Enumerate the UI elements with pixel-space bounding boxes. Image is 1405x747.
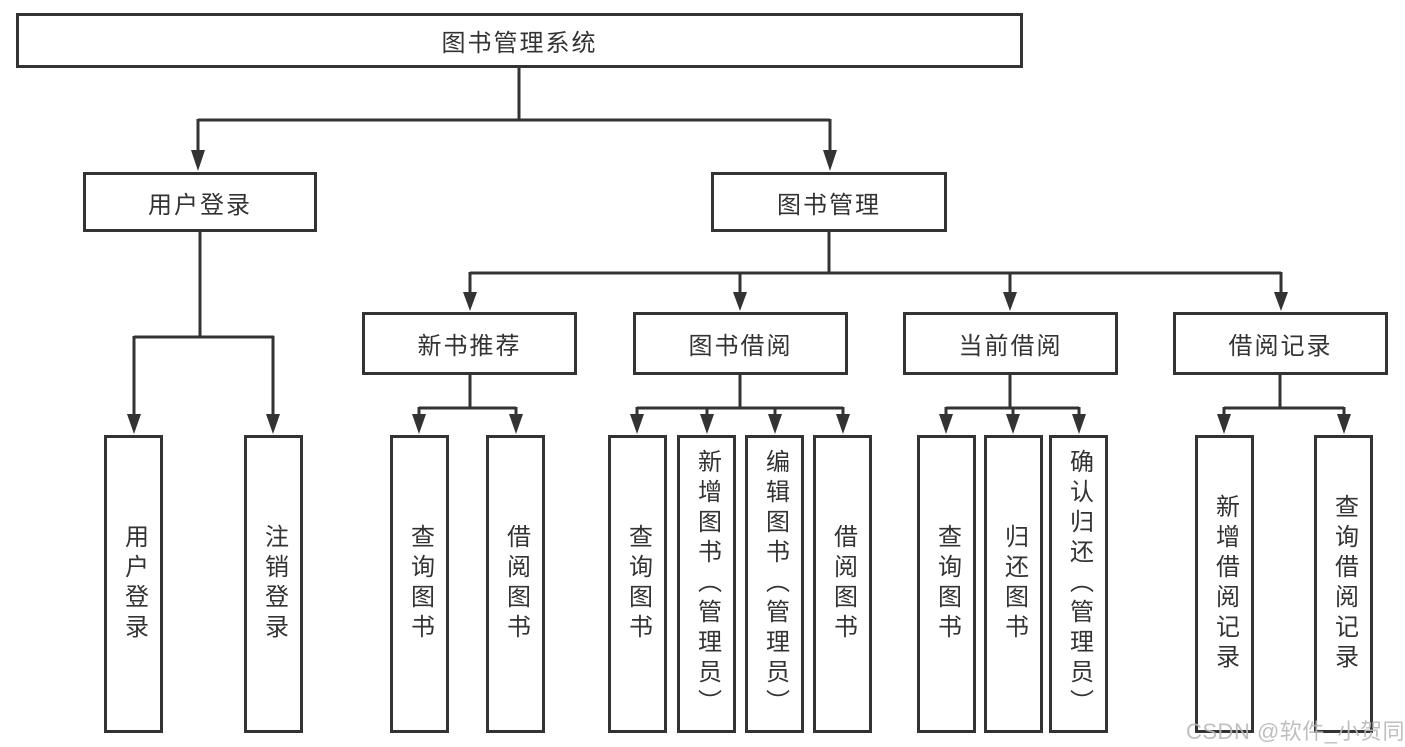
node-new-book-recommend: 新书推荐: [362, 312, 577, 375]
node-label: 图书管理: [777, 191, 881, 219]
node-label: 图书借阅: [688, 333, 793, 360]
arrowhead-icon: [1006, 414, 1020, 434]
arrowhead-icon: [768, 414, 782, 434]
leaf-label: 归还图书: [1000, 524, 1028, 644]
node-user-login: 用户登录: [83, 172, 317, 232]
leaf-label: 新增图书（管理员）: [693, 449, 721, 719]
leaf-logout: 注销登录: [244, 435, 303, 733]
arrowhead-icon: [1003, 292, 1017, 311]
leaf-label: 查询借阅记录: [1330, 494, 1358, 674]
arrowhead-icon: [630, 414, 644, 434]
node-borrow-records: 借阅记录: [1173, 312, 1388, 375]
arrowhead-icon: [191, 150, 205, 171]
leaf-return-book: 归还图书: [984, 435, 1043, 733]
node-book-borrow: 图书借阅: [633, 312, 848, 375]
arrowhead-icon: [1217, 414, 1231, 434]
arrowhead-icon: [266, 414, 280, 434]
arrowhead-icon: [463, 292, 477, 311]
arrowhead-icon: [836, 414, 850, 434]
arrowhead-icon: [412, 414, 426, 434]
leaf-label: 新增借阅记录: [1211, 494, 1239, 674]
arrowhead-icon: [1274, 292, 1288, 311]
leaf-label: 查询图书: [406, 524, 434, 644]
arrowhead-icon: [700, 414, 714, 434]
node-book-management: 图书管理: [711, 172, 947, 232]
node-library-management-system: 图书管理系统: [16, 13, 1023, 68]
leaf-label: 编辑图书（管理员）: [761, 449, 789, 719]
leaf-label: 借阅图书: [829, 524, 857, 644]
arrowhead-icon: [733, 292, 747, 311]
node-label: 用户登录: [148, 191, 252, 219]
leaf-label: 查询图书: [933, 524, 961, 644]
leaf-query-borrow-record: 查询借阅记录: [1314, 435, 1373, 733]
leaf-label: 用户登录: [120, 524, 148, 644]
leaf-add-book-admin: 新增图书（管理员）: [677, 435, 736, 733]
leaf-edit-book-admin: 编辑图书（管理员）: [745, 435, 804, 733]
arrowhead-icon: [509, 414, 523, 434]
leaf-borrow-books-recommend: 借阅图书: [486, 435, 545, 733]
leaf-borrow-books: 借阅图书: [813, 435, 872, 733]
leaf-user-login: 用户登录: [104, 435, 163, 733]
leaf-add-borrow-record: 新增借阅记录: [1195, 435, 1254, 733]
arrowhead-icon: [939, 414, 953, 434]
node-label: 当前借阅: [958, 333, 1063, 360]
arrowhead-icon: [1337, 414, 1351, 434]
csdn-watermark: CSDN @软件_小贺同学: [1186, 719, 1405, 744]
node-label: 新书推荐: [417, 333, 522, 360]
leaf-label: 确认归还（管理员）: [1065, 449, 1093, 719]
leaf-confirm-return-admin: 确认归还（管理员）: [1049, 435, 1108, 733]
arrowhead-icon: [1072, 414, 1086, 434]
leaf-query-books-recommend: 查询图书: [390, 435, 449, 733]
leaf-label: 查询图书: [624, 524, 652, 644]
leaf-query-books-borrow: 查询图书: [608, 435, 667, 733]
node-label: 借阅记录: [1228, 333, 1333, 360]
node-label: 图书管理系统: [441, 30, 598, 57]
leaf-query-books-current: 查询图书: [917, 435, 976, 733]
leaf-label: 注销登录: [260, 524, 288, 644]
arrowhead-icon: [823, 150, 837, 171]
leaf-label: 借阅图书: [502, 524, 530, 644]
arrowhead-icon: [127, 414, 141, 434]
node-current-borrow: 当前借阅: [903, 312, 1118, 375]
